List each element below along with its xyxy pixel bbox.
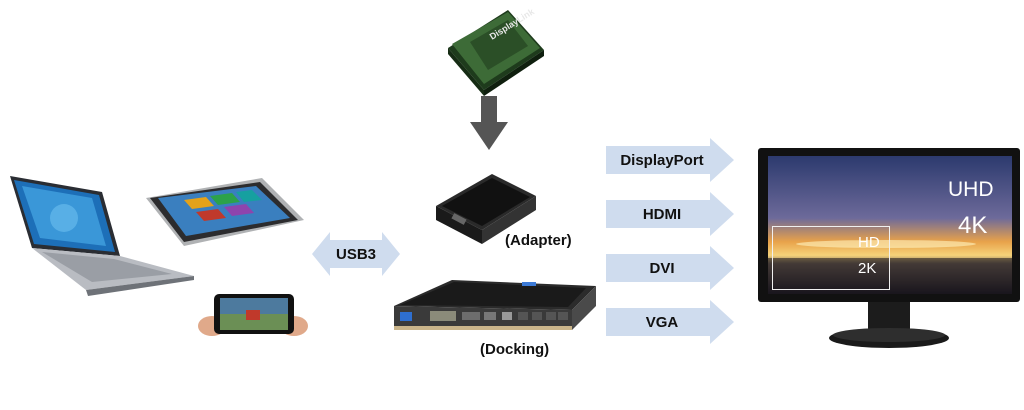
output-arrow-vga (606, 300, 734, 344)
adapter-label: (Adapter) (505, 232, 572, 249)
smartphone-image (198, 294, 308, 336)
output-arrow-dvi (606, 246, 734, 290)
usb3-label: USB3 (335, 245, 376, 263)
hd-region-box (772, 226, 890, 290)
usb3-double-arrow (312, 232, 400, 276)
adapter-image (436, 174, 536, 244)
4k-label: 4K (958, 212, 988, 239)
output-label-displayport: DisplayPort (620, 151, 704, 169)
uhd-label: UHD (948, 178, 994, 201)
output-arrow-displayport (606, 138, 734, 182)
down-arrow-icon (470, 96, 508, 150)
output-label-hdmi: HDMI (642, 205, 682, 223)
docking-label: (Docking) (480, 341, 550, 358)
displaylink-chip: DisplayLink (448, 6, 544, 96)
output-arrow-hdmi (606, 192, 734, 236)
output-label-vga: VGA (645, 313, 679, 331)
monitor-image (758, 148, 1020, 348)
2k-label: 2K (858, 260, 877, 277)
tablet-image (146, 178, 304, 246)
output-label-dvi: DVI (649, 259, 675, 277)
docking-station-image (394, 280, 596, 330)
laptop-image (10, 176, 194, 296)
hd-label: HD (858, 234, 880, 251)
